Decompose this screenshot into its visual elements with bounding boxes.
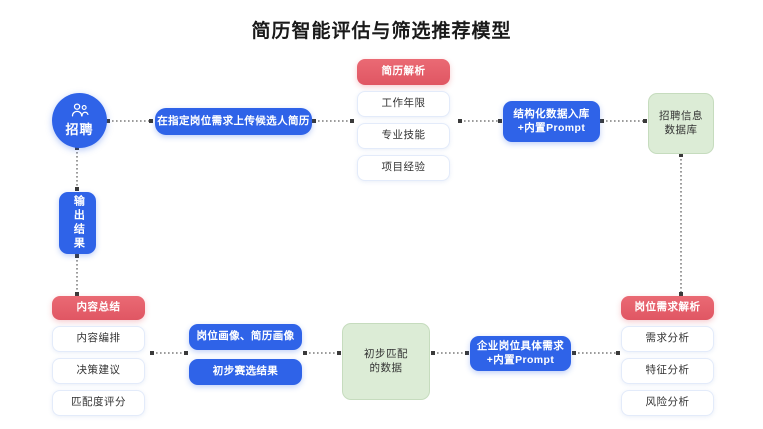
node-recruit-db[interactable]: 招聘信息 数据库 <box>648 93 714 154</box>
node-content-summary-item-0[interactable]: 内容编排 <box>52 326 145 352</box>
node-structured-storage-line2: +内置Prompt <box>517 121 586 134</box>
node-resume-parse-item-0[interactable]: 工作年限 <box>357 91 450 117</box>
node-job-demand-item-0-label: 需求分析 <box>645 332 690 345</box>
node-output-result-label: 输出结果 <box>72 195 85 251</box>
node-job-demand-item-0[interactable]: 需求分析 <box>621 326 714 352</box>
node-content-summary-item-0-label: 内容编排 <box>76 332 121 345</box>
node-portrait-box-label: 岗位画像、简历画像 <box>196 330 295 343</box>
node-upload-resume[interactable]: 在指定岗位需求上传候选人简历 <box>155 108 312 135</box>
node-portrait-box[interactable]: 岗位画像、简历画像 <box>189 324 302 350</box>
node-job-demand-header[interactable]: 岗位需求解析 <box>621 296 714 320</box>
node-matched-data-line2: 的数据 <box>369 361 403 374</box>
node-enterprise-demand-line1: 企业岗位具体需求 <box>476 340 565 353</box>
node-resume-parse-item-2-label: 项目经验 <box>381 161 426 174</box>
node-content-summary-item-1-label: 决策建议 <box>76 364 121 377</box>
node-job-demand-item-2[interactable]: 风险分析 <box>621 390 714 416</box>
node-resume-parse-header-label: 简历解析 <box>381 65 426 78</box>
node-structured-storage[interactable]: 结构化数据入库 +内置Prompt <box>503 101 600 142</box>
node-content-summary-header-label: 内容总结 <box>76 301 121 314</box>
node-structured-storage-line1: 结构化数据入库 <box>513 108 590 121</box>
node-content-summary-item-2[interactable]: 匹配度评分 <box>52 390 145 416</box>
node-recruit-label: 招聘 <box>65 121 94 137</box>
node-resume-parse-item-0-label: 工作年限 <box>381 97 426 110</box>
users-icon <box>70 103 90 123</box>
node-content-summary-header[interactable]: 内容总结 <box>52 296 145 320</box>
node-upload-resume-label: 在指定岗位需求上传候选人简历 <box>157 114 310 127</box>
node-resume-parse-item-2[interactable]: 项目经验 <box>357 155 450 181</box>
node-content-summary-item-1[interactable]: 决策建议 <box>52 358 145 384</box>
node-job-demand-item-1[interactable]: 特征分析 <box>621 358 714 384</box>
node-matched-data-line1: 初步匹配 <box>364 348 408 361</box>
node-prelim-filter-box-label: 初步赛选结果 <box>212 365 279 378</box>
node-resume-parse-item-1-label: 专业技能 <box>381 129 426 142</box>
node-prelim-filter-box[interactable]: 初步赛选结果 <box>189 359 302 385</box>
node-job-demand-header-label: 岗位需求解析 <box>634 301 701 314</box>
node-enterprise-demand[interactable]: 企业岗位具体需求 +内置Prompt <box>470 336 571 371</box>
node-content-summary-item-2-label: 匹配度评分 <box>71 396 126 409</box>
page-title: 简历智能评估与筛选推荐模型 <box>251 21 512 42</box>
node-matched-data[interactable]: 初步匹配 的数据 <box>342 323 430 400</box>
node-job-demand-item-1-label: 特征分析 <box>645 364 690 377</box>
node-recruit-db-line2: 数据库 <box>664 123 698 136</box>
node-output-result[interactable]: 输出结果 <box>59 192 96 254</box>
node-resume-parse-item-1[interactable]: 专业技能 <box>357 123 450 149</box>
node-job-demand-item-2-label: 风险分析 <box>645 396 690 409</box>
node-recruit-db-line1: 招聘信息 <box>659 110 703 123</box>
node-recruit-circle[interactable]: 招聘 <box>52 93 107 148</box>
node-resume-parse-header[interactable]: 简历解析 <box>357 59 450 85</box>
node-enterprise-demand-line2: +内置Prompt <box>486 353 555 366</box>
